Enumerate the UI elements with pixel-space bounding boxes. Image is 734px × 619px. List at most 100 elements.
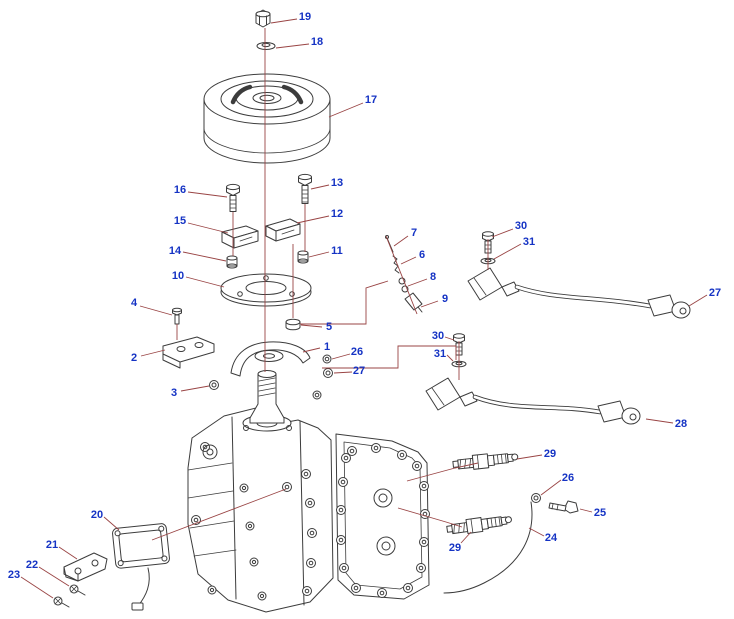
collar-14 (226, 255, 238, 269)
callout-31: 31 (523, 236, 535, 248)
callout-11: 11 (331, 245, 343, 257)
cdi-unit-20 (112, 523, 170, 611)
spark-plug-cap-27 (647, 294, 691, 319)
grommet-3 (209, 380, 219, 390)
crankshaft-top (249, 370, 285, 424)
callout-30: 30 (515, 220, 527, 232)
ignition-coil-bottom (425, 377, 603, 415)
leader-9 (420, 300, 439, 308)
callout-20: 20 (91, 509, 103, 521)
callout-2: 2 (131, 352, 137, 364)
leader-4 (139, 305, 173, 316)
leader-5 (300, 324, 323, 328)
bolt-16 (226, 183, 240, 212)
leader-18 (275, 43, 310, 49)
leader-3 (180, 385, 210, 392)
leader-10 (185, 276, 225, 288)
callout-7: 7 (411, 227, 417, 239)
parts-chain-7-6-8-9 (385, 235, 423, 313)
washer-27-centre (323, 368, 333, 378)
callout-18: 18 (311, 36, 323, 48)
coil-unit-12 (265, 218, 301, 242)
flywheel-17 (203, 73, 331, 164)
callout-26: 26 (351, 346, 363, 358)
leader-26 (331, 353, 351, 360)
callout-23: 23 (8, 569, 20, 581)
leader-17 (328, 102, 364, 118)
callout-17: 17 (365, 94, 377, 106)
leader-20 (103, 516, 120, 531)
washer-26-centre (322, 354, 332, 364)
leader-23 (20, 576, 54, 599)
leader-13 (310, 184, 330, 190)
callout-26: 26 (562, 472, 574, 484)
leader-25 (579, 508, 593, 513)
callout-16: 16 (174, 184, 186, 196)
callout-5: 5 (326, 321, 332, 333)
callout-6: 6 (419, 249, 425, 261)
callout-21: 21 (46, 539, 58, 551)
callout-31: 31 (434, 348, 446, 360)
callout-29: 29 (449, 542, 461, 554)
leader-11 (308, 251, 330, 258)
callout-19: 19 (299, 11, 311, 23)
callout-28: 28 (675, 418, 687, 430)
callout-1: 1 (324, 341, 330, 353)
leader-15 (187, 222, 229, 234)
assembly-axis-lines (151, 28, 489, 541)
grommet-small (312, 390, 322, 400)
leader-14 (182, 251, 227, 262)
nut-19 (255, 9, 271, 28)
leader-29 (460, 531, 472, 544)
leader-31 (493, 243, 522, 260)
bolt-13 (298, 173, 312, 204)
callout-27: 27 (709, 287, 721, 299)
engine-block (187, 407, 430, 613)
collar-11 (297, 250, 309, 264)
leader-30 (444, 336, 455, 341)
callout-3: 3 (171, 387, 177, 399)
callout-8: 8 (430, 271, 436, 283)
callout-13: 13 (331, 177, 343, 189)
callout-9: 9 (442, 293, 448, 305)
screw-23 (53, 596, 70, 608)
stator-plate-10 (220, 273, 312, 307)
callout-29: 29 (544, 448, 556, 460)
spark-plug-top (452, 453, 519, 470)
callout-4: 4 (131, 297, 138, 309)
leader-22 (38, 566, 70, 587)
bolt-4 (172, 307, 182, 325)
callout-14: 14 (169, 245, 182, 257)
leader-27 (333, 371, 353, 374)
screw-22 (69, 584, 86, 596)
leader-8 (407, 278, 428, 287)
bracket-21 (63, 552, 108, 582)
leader-29 (516, 454, 543, 460)
lead-wire-24 (443, 501, 533, 594)
coil-unit-15 (221, 225, 259, 249)
leader-16 (187, 191, 228, 198)
leader-21 (58, 546, 78, 560)
leader-1 (302, 347, 321, 353)
callout-30: 30 (432, 330, 444, 342)
bracket-2 (162, 336, 215, 369)
leader-31 (446, 354, 454, 362)
clamp-5 (285, 318, 301, 331)
callout-15: 15 (174, 215, 186, 227)
leader-28 (645, 418, 674, 424)
leader-19 (270, 18, 298, 24)
callout-10: 10 (172, 270, 184, 282)
leader-30 (491, 228, 514, 238)
spark-plug-bottom (446, 516, 512, 535)
leader-24 (528, 527, 545, 537)
washer-18 (256, 42, 276, 50)
bolt-25 (548, 500, 579, 514)
diagram-artwork (53, 9, 691, 613)
leader-2 (140, 349, 166, 357)
leader-7 (393, 235, 409, 247)
callout-25: 25 (594, 507, 606, 519)
callout-24: 24 (545, 532, 558, 544)
